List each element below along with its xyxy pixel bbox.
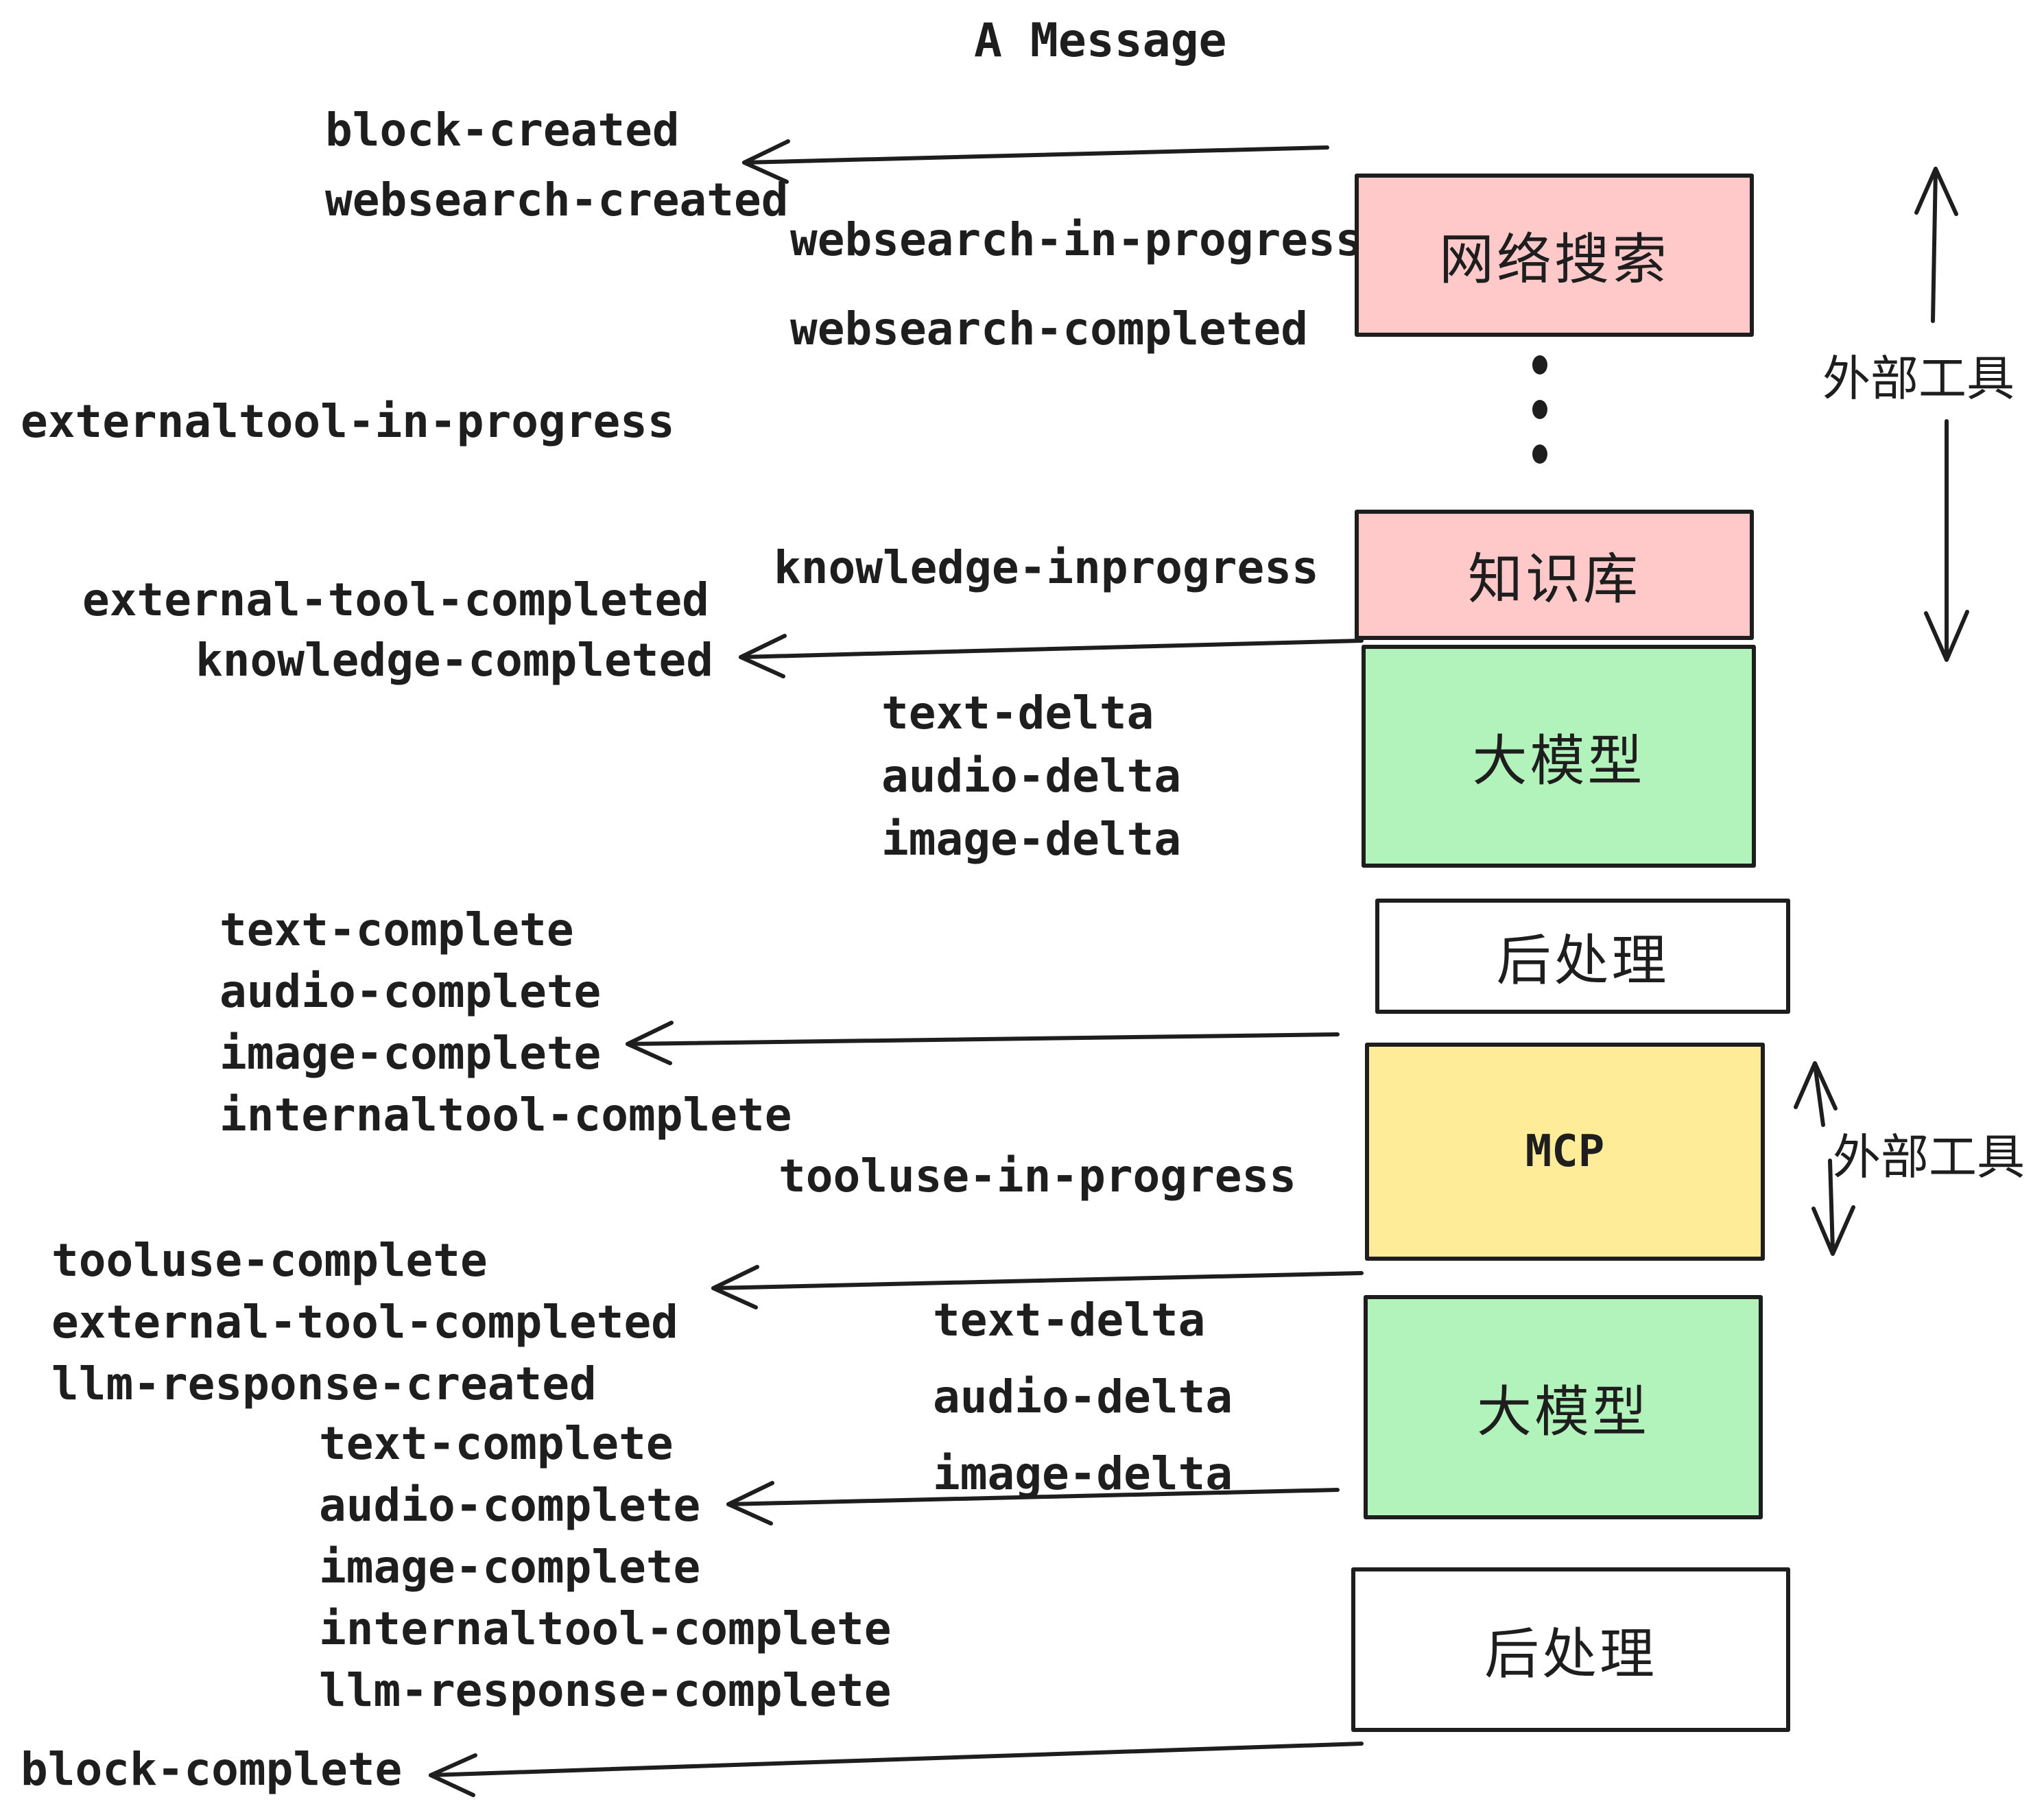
box-mcp: MCP — [1365, 1043, 1765, 1261]
event-llm-response-created: llm-response-created — [51, 1357, 597, 1410]
box-websearch-label: 网络搜索 — [1439, 228, 1669, 292]
box-mcp-label: MCP — [1525, 1126, 1605, 1177]
event-text-complete-1: text-complete — [219, 903, 574, 956]
external-tools-label-mcp: 外部工具 — [1833, 1129, 2025, 1185]
event-websearch-completed: websearch-completed — [790, 302, 1308, 355]
arrow-websearch-to-created-events — [742, 139, 1329, 184]
event-image-complete-1: image-complete — [219, 1027, 602, 1080]
event-block-complete: block-complete — [21, 1743, 403, 1796]
event-knowledge-completed: knowledge-completed — [195, 634, 713, 687]
event-llm-response-complete: llm-response-complete — [319, 1664, 892, 1717]
arrow-post1-to-complete-events — [626, 1021, 1340, 1065]
event-audio-delta-1: audio-delta — [881, 750, 1182, 803]
diagram-title: A Message — [974, 14, 1227, 68]
event-image-delta-1: image-delta — [881, 813, 1182, 866]
box-postprocess-2-label: 后处理 — [1484, 1622, 1657, 1686]
event-block-created: block-created — [325, 104, 680, 156]
event-tooluse-complete: tooluse-complete — [51, 1234, 488, 1287]
event-image-delta-2: image-delta — [933, 1447, 1233, 1500]
box-knowledge-label: 知识库 — [1468, 547, 1641, 611]
event-tooluse-in-progress: tooluse-in-progress — [779, 1150, 1296, 1202]
event-audio-delta-2: audio-delta — [933, 1370, 1233, 1423]
arrow-knowledge-to-completed-events — [739, 634, 1364, 678]
arrow-post2-to-block-complete — [429, 1742, 1364, 1797]
event-externaltool-in-progress: externaltool-in-progress — [21, 395, 675, 448]
event-text-complete-2: text-complete — [319, 1417, 674, 1470]
external-tools-up-arrow — [1914, 167, 1958, 323]
box-llm-1-label: 大模型 — [1472, 728, 1645, 793]
event-external-tool-completed-2: external-tool-completed — [51, 1296, 678, 1349]
event-external-tool-completed-1: external-tool-completed — [82, 573, 709, 626]
box-postprocess-1: 后处理 — [1375, 899, 1790, 1014]
box-knowledge: 知识库 — [1355, 510, 1754, 640]
event-image-complete-2: image-complete — [319, 1541, 701, 1593]
box-llm-2: 大模型 — [1364, 1295, 1763, 1519]
event-internaltool-complete-1: internaltool-complete — [219, 1089, 792, 1141]
event-websearch-in-progress: websearch-in-progress — [790, 213, 1363, 266]
box-postprocess-1-label: 后处理 — [1496, 929, 1669, 993]
event-audio-complete-1: audio-complete — [219, 965, 602, 1018]
external-tools-down-arrow — [1924, 419, 1969, 662]
external-tools-mcp-up-arrow — [1794, 1061, 1838, 1127]
vertical-ellipsis-icon — [1532, 355, 1547, 464]
event-text-delta-1: text-delta — [881, 687, 1154, 739]
box-postprocess-2: 后处理 — [1351, 1567, 1790, 1732]
event-internaltool-complete-2: internaltool-complete — [319, 1602, 892, 1655]
event-audio-complete-2: audio-complete — [319, 1479, 701, 1532]
box-llm-2-label: 大模型 — [1477, 1379, 1650, 1444]
event-knowledge-inprogress: knowledge-inprogress — [774, 541, 1319, 594]
box-websearch: 网络搜索 — [1355, 174, 1754, 337]
box-llm-1: 大模型 — [1362, 645, 1756, 868]
event-websearch-created: websearch-created — [325, 174, 789, 226]
event-text-delta-2: text-delta — [933, 1294, 1206, 1346]
external-tools-label-top: 外部工具 — [1822, 351, 2015, 407]
